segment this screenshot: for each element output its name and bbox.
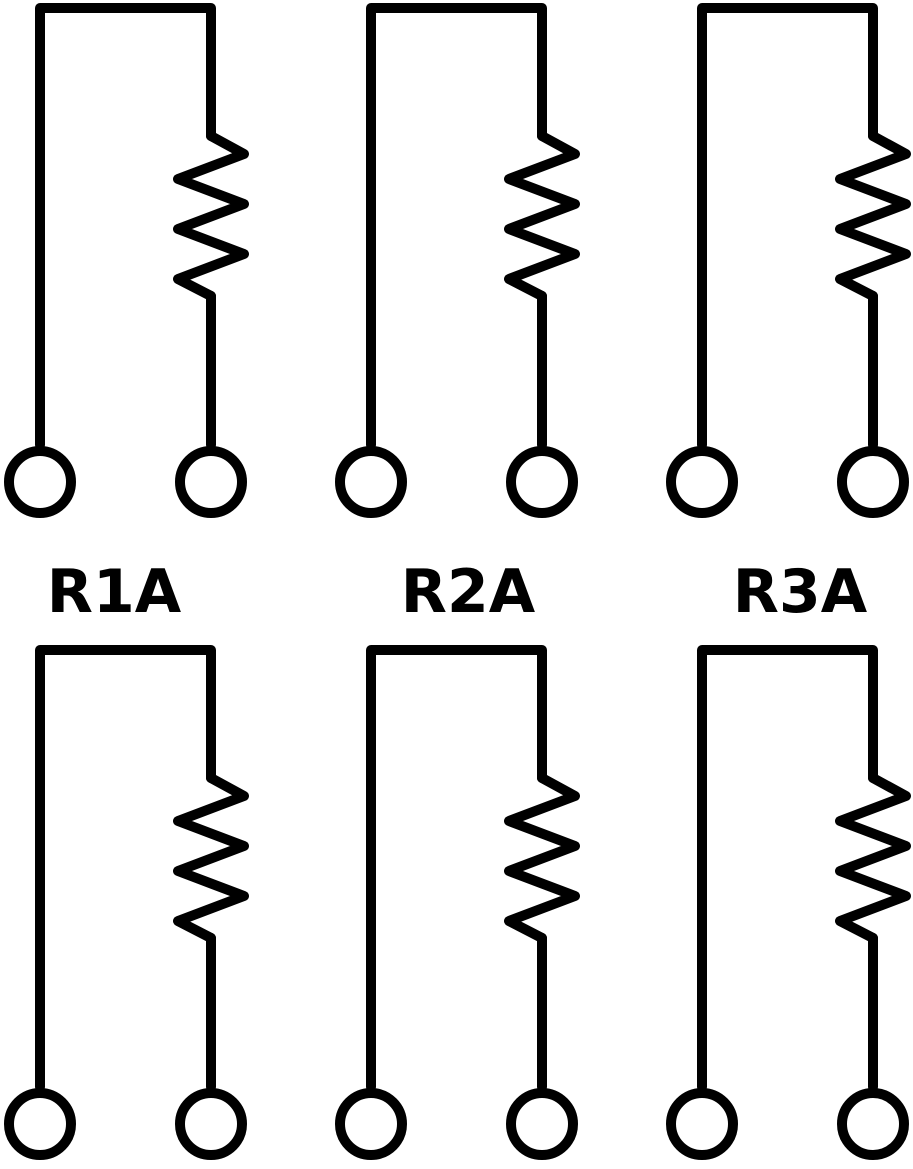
circuits-group	[4, 3, 911, 1160]
resistor	[835, 131, 911, 301]
wire	[366, 645, 547, 1092]
label-r3a: R3A	[733, 557, 868, 627]
resistor	[835, 773, 911, 943]
wire	[366, 3, 547, 450]
terminal-left	[4, 446, 76, 518]
wire	[697, 3, 878, 450]
terminal-right	[506, 1088, 578, 1160]
circuit-r2a-top	[335, 3, 580, 518]
terminal-left	[335, 1088, 407, 1160]
terminal-right	[175, 1088, 247, 1160]
terminal-left	[4, 1088, 76, 1160]
terminal-right	[506, 446, 578, 518]
terminal-right	[837, 446, 909, 518]
resistor	[173, 773, 249, 943]
terminal-left	[666, 1088, 738, 1160]
resistor	[504, 773, 580, 943]
label-r1a: R1A	[47, 557, 182, 627]
wire	[35, 645, 216, 1092]
circuit-r2a-bottom	[335, 645, 580, 1160]
terminal-right	[837, 1088, 909, 1160]
circuit-r3a-bottom	[666, 645, 911, 1160]
resistor	[173, 131, 249, 301]
terminal-left	[666, 446, 738, 518]
terminal-right	[175, 446, 247, 518]
labels-group: R1A R2A R3A	[47, 557, 868, 627]
terminal-left	[335, 446, 407, 518]
label-r2a: R2A	[401, 557, 536, 627]
circuit-r1a-top	[4, 3, 249, 518]
circuit-r3a-top	[666, 3, 911, 518]
circuit-r1a-bottom	[4, 645, 249, 1160]
wire	[35, 3, 216, 450]
wire	[697, 645, 878, 1092]
resistor	[504, 131, 580, 301]
